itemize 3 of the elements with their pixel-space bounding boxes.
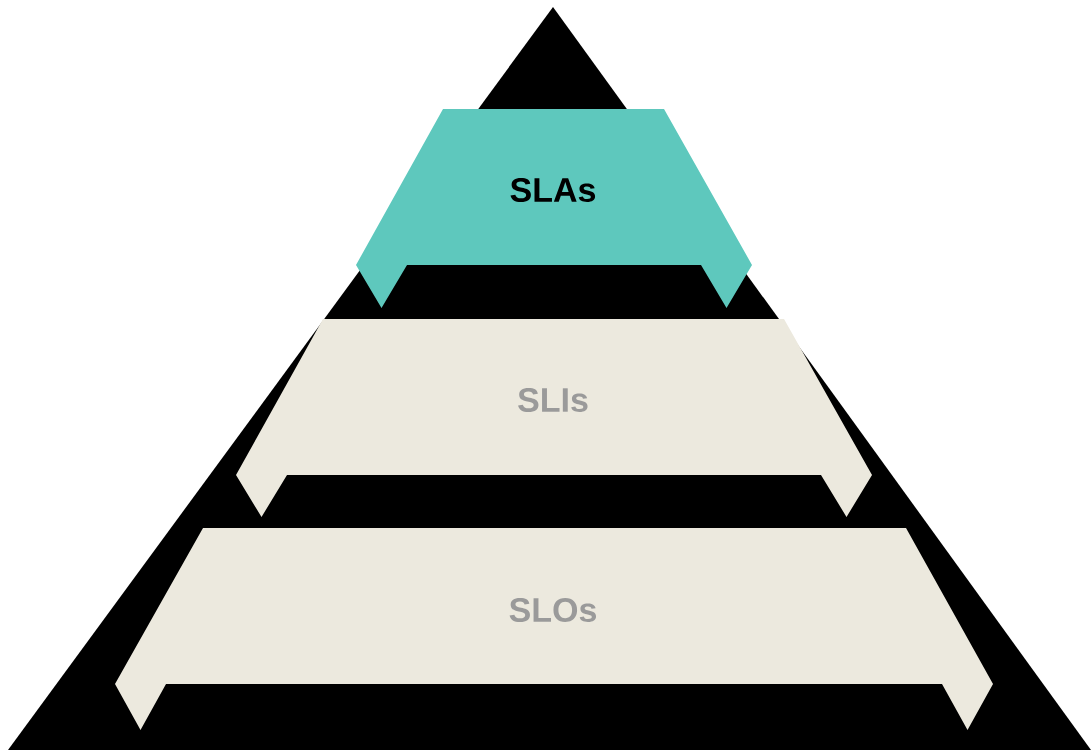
pyramid-band: SLIs [236, 319, 872, 517]
pyramid-band: SLOs [115, 528, 993, 730]
pyramid-band: SLAs [356, 109, 752, 308]
